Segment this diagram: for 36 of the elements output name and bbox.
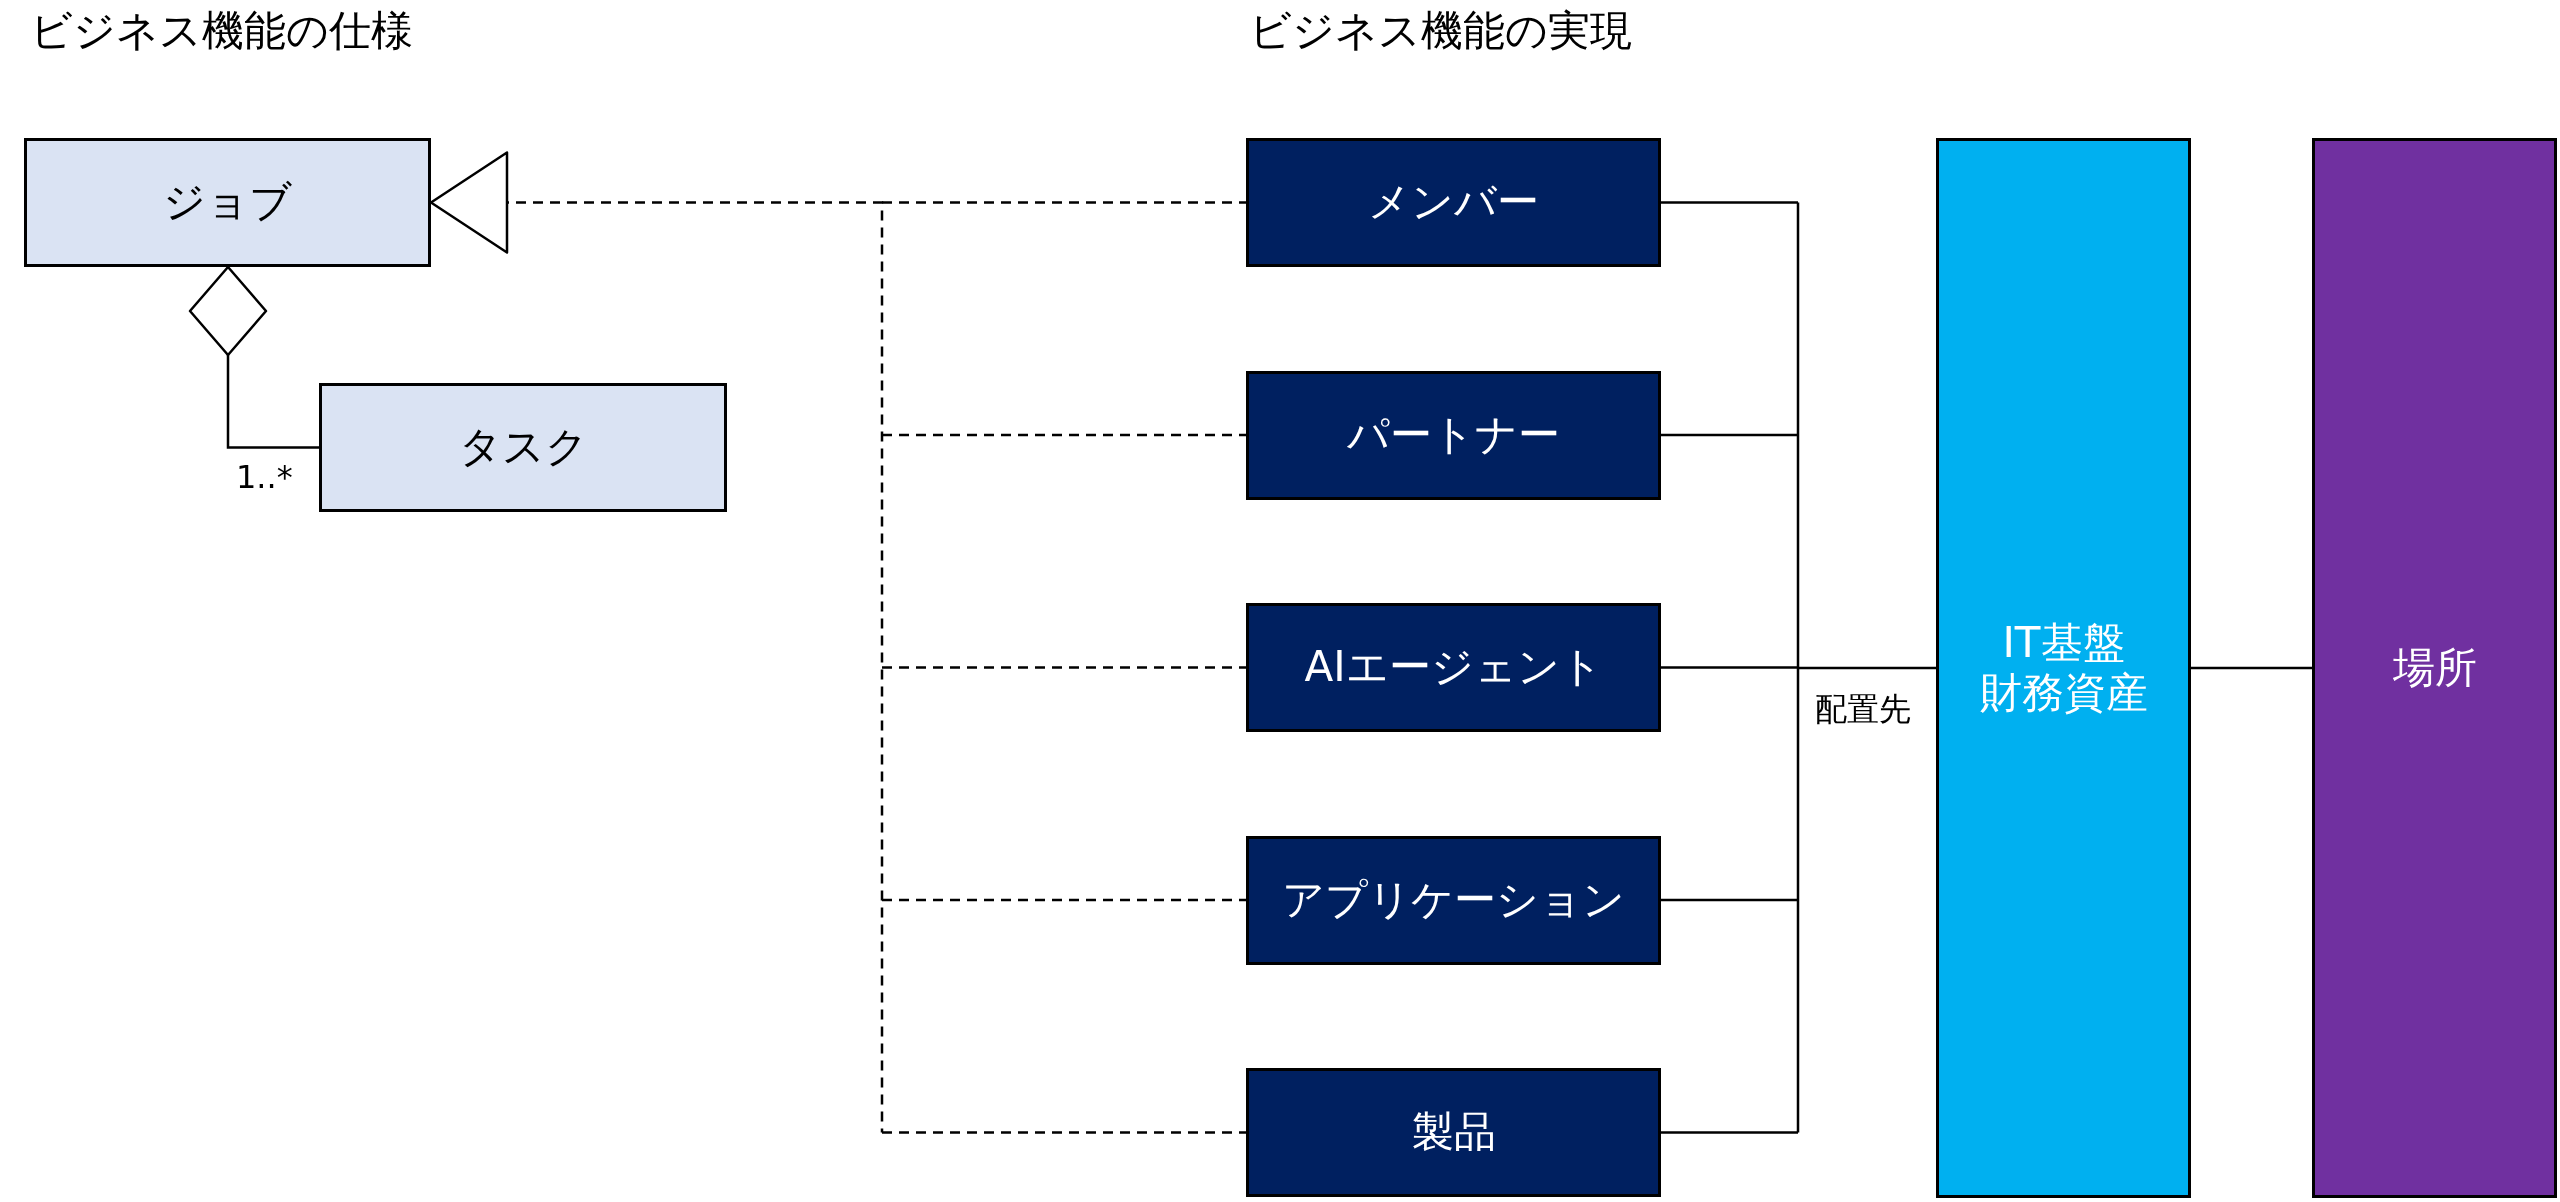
connector-line [1661, 666, 1798, 669]
box-label: 製品 [1411, 1107, 1496, 1158]
entity-box [1246, 1068, 1661, 1197]
dashed-line [882, 1131, 1246, 1134]
dashed-line [882, 898, 1246, 902]
box-label: AIエージェント [1304, 642, 1603, 693]
box-label: ジョブ [163, 177, 292, 228]
resource-box [1936, 138, 2191, 1198]
box-label: IT基盤 [2002, 617, 2125, 668]
box-label: タスク [458, 422, 588, 473]
aggregation-line [188, 265, 319, 449]
association-line [1796, 201, 1936, 1133]
connector-line [1661, 1131, 1798, 1134]
dashed-line [882, 433, 1246, 437]
class-box [24, 138, 431, 267]
dashed-line [882, 666, 1246, 669]
dashed-line [882, 201, 1246, 204]
box-label: アプリケーション [1282, 874, 1625, 926]
box-label: パートナー [1347, 409, 1560, 461]
section-heading: ビジネス機能の実現 [1249, 6, 1632, 57]
connector-line [1661, 201, 1798, 204]
location-box [2312, 138, 2557, 1198]
entity-box [1246, 138, 1661, 267]
association-line [2191, 666, 2312, 670]
entity-box [1246, 835, 1661, 965]
box-label: メンバー [1368, 177, 1539, 228]
entity-box [1246, 370, 1661, 500]
role-label: 配置先 [1813, 691, 1913, 728]
entity-box [1246, 603, 1661, 732]
connector-line [1661, 898, 1798, 902]
box-label: 場所 [2392, 642, 2477, 694]
connector-line [1661, 433, 1798, 437]
class-box [319, 383, 727, 512]
box-label: 財務資産 [1979, 668, 2148, 719]
section-heading: ビジネス機能の仕様 [30, 6, 413, 57]
realization-arrow [429, 151, 884, 1133]
